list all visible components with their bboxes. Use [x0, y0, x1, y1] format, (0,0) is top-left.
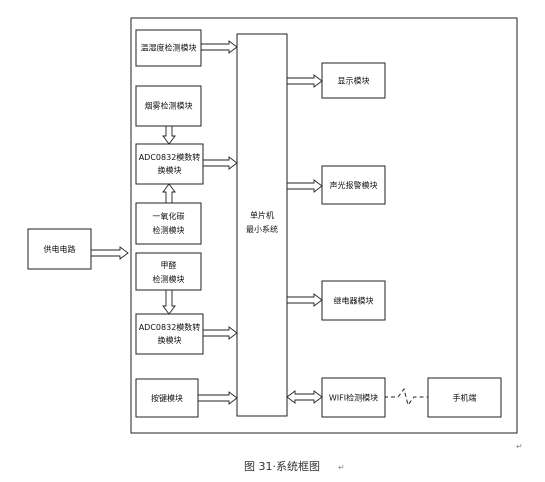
- arrow-smoke-to-adc1: [162, 125, 176, 145]
- arrow-temp-to-mcu: [200, 40, 238, 54]
- block-adc-2-line-2: 换模块: [158, 335, 182, 345]
- block-formaldehyde-line-2: 检测模块: [153, 274, 185, 284]
- arrow-power-to-system: [90, 246, 129, 260]
- arrow-mcu-to-alarm: [286, 179, 323, 193]
- block-mcu-line-1: 单片机: [250, 210, 274, 220]
- block-phone: 手机端: [427, 377, 502, 418]
- arrow-co-to-adc1: [162, 183, 176, 204]
- block-display-label: 显示模块: [338, 76, 370, 86]
- block-adc-2-line-1: ADC0832模数转: [139, 322, 201, 332]
- block-keys-label: 按键模块: [151, 393, 183, 403]
- block-relay: 继电器模块: [321, 280, 386, 321]
- arrow-adc1-to-mcu: [202, 156, 238, 170]
- block-temp-humidity: 温湿度检测模块: [135, 29, 202, 67]
- block-adc-2: ADC0832模数转 换模块: [135, 313, 204, 355]
- block-phone-label: 手机端: [453, 393, 477, 403]
- block-mcu: 单片机 最小系统: [236, 33, 288, 417]
- arrow-mcu-to-display: [286, 74, 323, 88]
- block-co-line-2: 检测模块: [153, 225, 185, 235]
- block-formaldehyde: 甲醛 检测模块: [135, 252, 202, 291]
- arrow-formaldehyde-to-adc2: [162, 289, 176, 315]
- arrow-keys-to-mcu: [197, 391, 238, 405]
- block-co: 一氧化碳 检测模块: [135, 202, 202, 245]
- block-formaldehyde-line-1: 甲醛: [161, 260, 177, 270]
- block-keys: 按键模块: [135, 378, 199, 418]
- block-power-label: 供电电路: [44, 244, 76, 254]
- return-mark-caption: ↵: [338, 463, 345, 472]
- arrow-mcu-wifi-bidirectional: [286, 390, 323, 404]
- arrow-mcu-to-relay: [286, 293, 323, 307]
- block-adc-1: ADC0832模数转 换模块: [135, 143, 204, 185]
- block-power: 供电电路: [27, 228, 92, 270]
- block-co-line-1: 一氧化碳: [153, 211, 185, 221]
- block-alarm-label: 声光报警模块: [330, 180, 378, 190]
- block-temp-humidity-label: 温湿度检测模块: [141, 43, 197, 53]
- figure-caption: 图 31·系统框图: [244, 460, 320, 473]
- block-smoke: 烟雾检测模块: [135, 85, 202, 127]
- block-relay-label: 继电器模块: [334, 296, 374, 306]
- block-adc-1-line-2: 换模块: [158, 165, 182, 175]
- block-display: 显示模块: [321, 62, 386, 99]
- block-wifi-label: WIFI检测模块: [329, 393, 378, 403]
- wireless-link: [384, 387, 428, 407]
- system-frame: [130, 17, 518, 434]
- block-alarm: 声光报警模块: [321, 165, 386, 205]
- arrow-adc2-to-mcu: [202, 326, 238, 340]
- block-mcu-line-2: 最小系统: [246, 224, 278, 234]
- block-wifi: WIFI检测模块: [321, 377, 386, 418]
- block-smoke-label: 烟雾检测模块: [145, 101, 193, 111]
- return-mark-top: ↵: [516, 442, 523, 451]
- block-adc-1-line-1: ADC0832模数转: [139, 152, 201, 162]
